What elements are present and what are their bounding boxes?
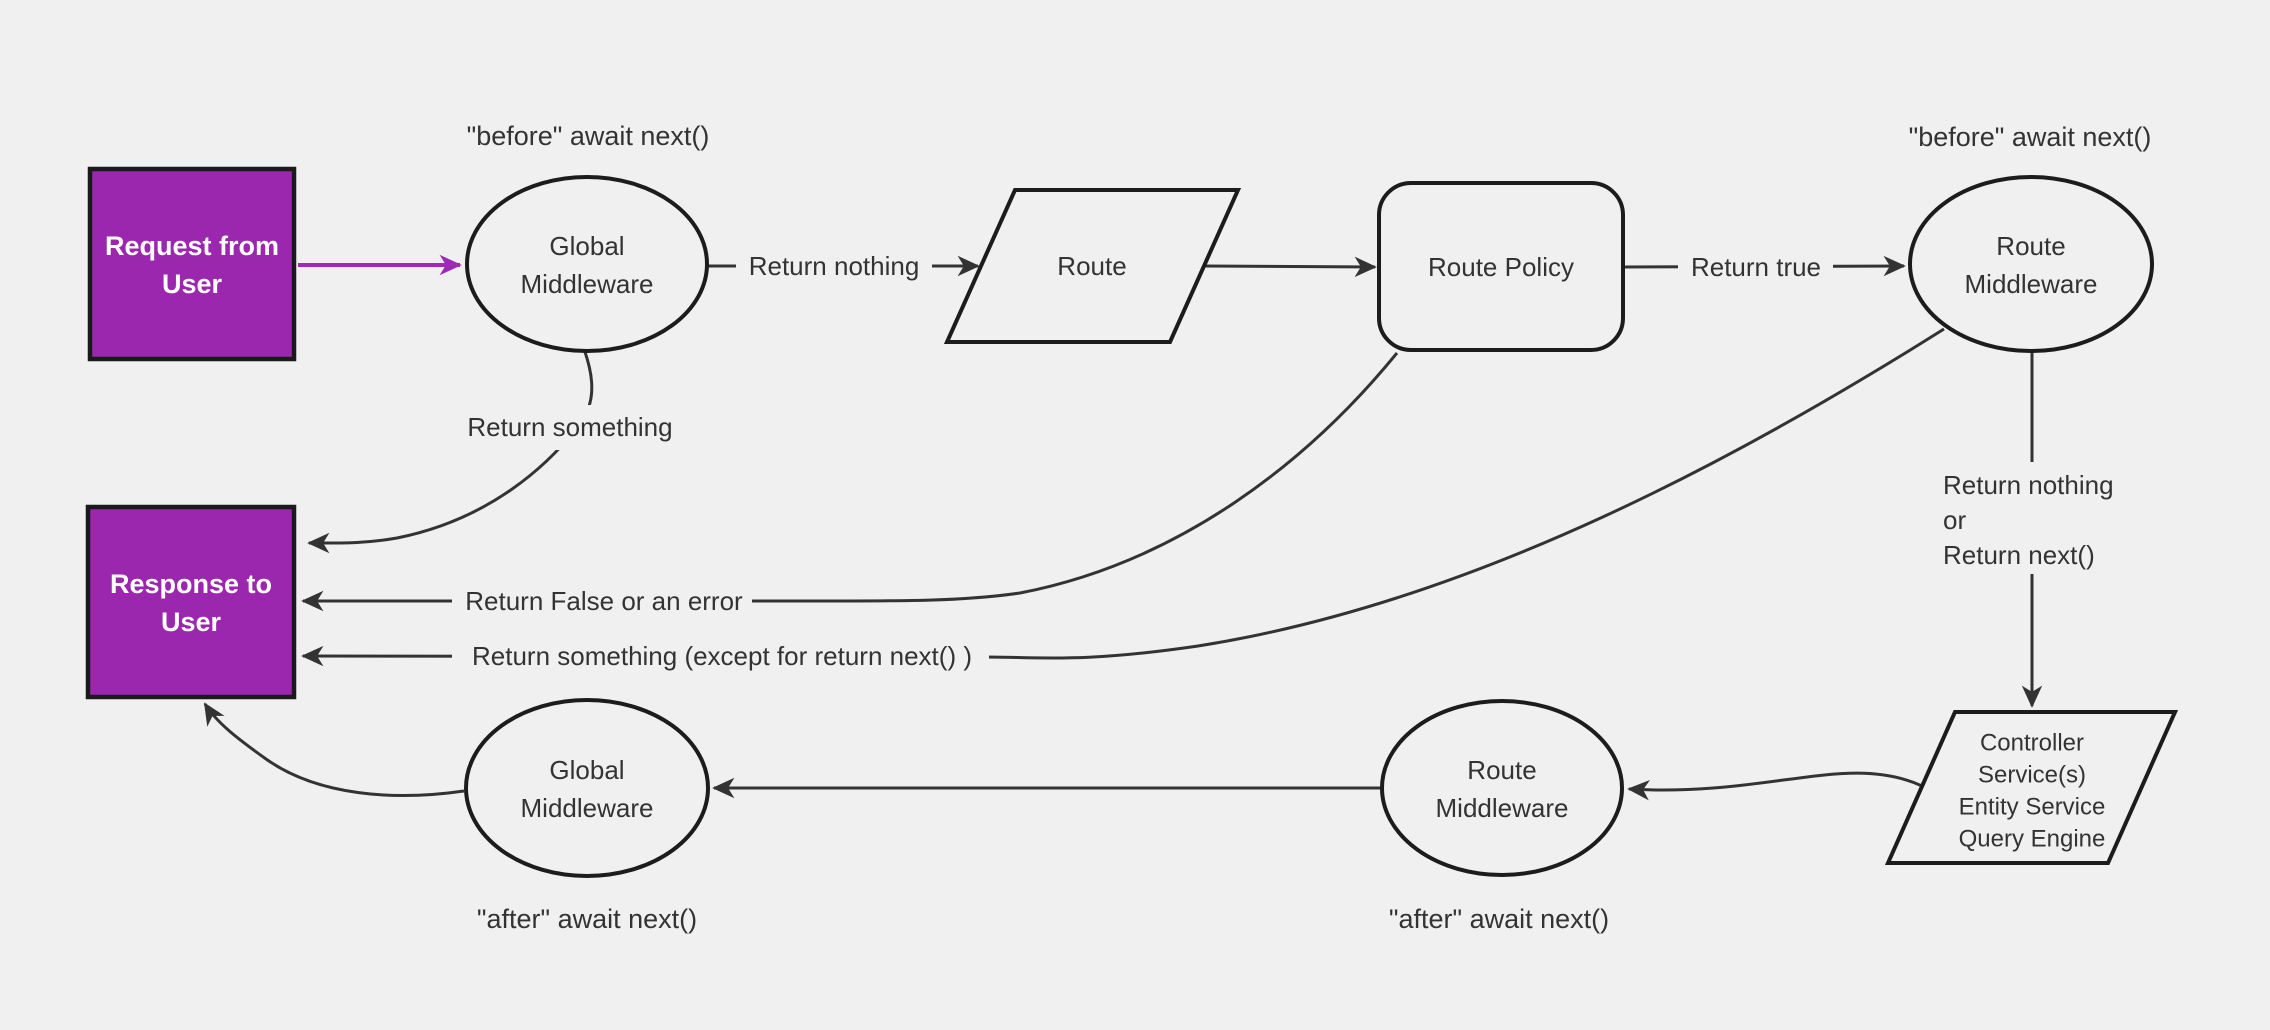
edge-route-middleware-to-response [301,327,1945,667]
route-parallelogram [943,188,1242,344]
request-box-label-line2: User [162,269,223,299]
response-box-label-line1: Response to [110,569,272,599]
node-request-from-user: Request from User [87,166,297,362]
label-bg-return-something-except [452,634,989,679]
node-global-middleware-top: Global Middleware [465,175,709,353]
label-bg-return-nothing-or-next [1930,462,2130,574]
node-global-middleware-bottom: Global Middleware [464,698,710,878]
edge-route-policy-to-response [301,352,1399,612]
global-middleware-bottom-ellipse [464,698,710,878]
node-controller-services: Controller Service(s) Entity Service Que… [1884,710,2179,865]
controller-label-line3: Entity Service [1959,794,2106,821]
edge-label-return-false-or-error: Return False or an error [465,586,743,616]
global-middleware-bottom-label-line2: Middleware [521,793,654,823]
label-bg-return-true [1678,245,1833,289]
response-box [85,504,297,700]
global-middleware-bottom-label-line1: Global [549,755,624,785]
route-label: Route [1057,251,1126,281]
route-policy-rect [1377,181,1625,352]
edge-global-middleware-bottom-to-response [203,702,465,797]
global-middleware-top-label-line1: Global [549,231,624,261]
global-middleware-top-label-line2: Middleware [521,269,654,299]
edge-label-return-nothing-or-next-line3: Return next() [1943,540,2095,570]
edge-label-return-something: Return something [467,412,672,442]
route-middleware-bottom-label-line1: Route [1467,755,1536,785]
node-route-middleware-top: Route Middleware [1908,175,2154,353]
annotation-before-await-right: "before" await next() [1909,122,2152,152]
request-box-label-line1: Request from [105,231,279,261]
controller-label-line1: Controller [1980,730,2084,757]
global-middleware-top-ellipse [465,175,709,353]
route-middleware-top-label-line2: Middleware [1965,269,2098,299]
route-middleware-bottom-ellipse [1380,699,1624,877]
edge-controller-to-route-middleware-bottom [1627,771,1923,801]
request-box [87,166,297,362]
label-bg-return-nothing [736,243,932,289]
edge-global-middleware-to-response [307,351,594,554]
annotation-after-await-middle: "after" await next() [1389,904,1609,934]
response-box-label-line2: User [161,607,222,637]
route-middleware-bottom-label-line2: Middleware [1436,793,1569,823]
route-middleware-top-ellipse [1908,175,2154,353]
node-route-policy: Route Policy [1377,181,1625,352]
node-response-to-user: Response to User [85,504,297,700]
edge-label-return-nothing-or-next-line2: or [1943,505,1966,535]
node-route-middleware-bottom: Route Middleware [1380,699,1624,877]
route-policy-label: Route Policy [1428,252,1574,282]
label-bg-return-something [455,405,685,450]
edge-route-to-route-policy [1203,256,1377,278]
edge-label-return-nothing: Return nothing [749,251,920,281]
annotation-before-await-left: "before" await next() [467,121,710,151]
controller-label-line4: Query Engine [1959,826,2106,853]
edge-label-return-nothing-or-next-line1: Return nothing [1943,470,2114,500]
route-middleware-top-label-line1: Route [1996,231,2065,261]
edge-label-return-true: Return true [1691,252,1821,282]
edge-label-return-something-except: Return something (except for return next… [472,641,972,671]
label-bg-return-false-or-error [452,578,752,623]
node-route: Route [943,188,1242,344]
controller-label-line2: Service(s) [1978,762,2086,789]
controller-parallelogram [1884,710,2179,865]
annotation-after-await-left: "after" await next() [477,904,697,934]
